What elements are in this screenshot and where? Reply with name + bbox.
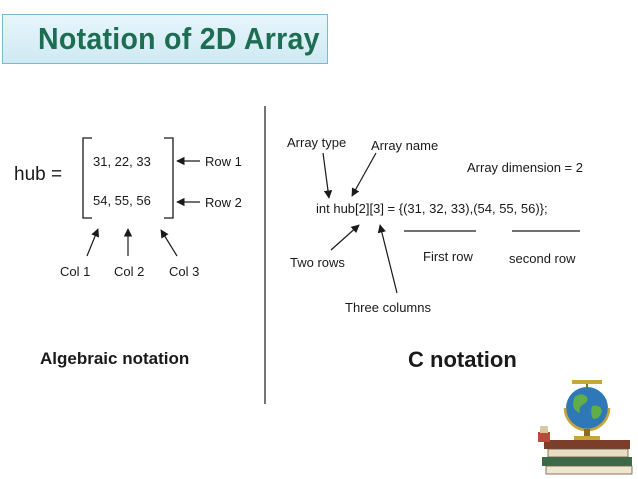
col-3-label: Col 3 — [169, 264, 200, 279]
col-1-label: Col 1 — [60, 264, 91, 279]
array-type-label: Array type — [287, 135, 347, 150]
globe-and-books-icon — [538, 380, 633, 475]
matrix-row-1-values: 31, 22, 33 — [93, 154, 151, 169]
array-name-arrow — [351, 152, 377, 197]
right-bracket — [164, 137, 174, 219]
three-columns-arrow — [377, 224, 398, 294]
three-columns-label: Three columns — [345, 300, 431, 315]
row-1-label: Row 1 — [205, 154, 242, 169]
c-declaration: int hub[2][3] = {(31, 32, 33),(54, 55, 5… — [316, 201, 548, 216]
algebraic-notation-caption: Algebraic notation — [40, 349, 190, 368]
c-notation-caption: C notation — [408, 347, 517, 372]
col-3-arrow — [160, 229, 178, 257]
col-1-arrow — [86, 228, 100, 257]
col-2-label: Col 2 — [114, 264, 145, 279]
row-2-label: Row 2 — [205, 195, 242, 210]
left-bracket — [82, 137, 92, 219]
matrix-row-2-values: 54, 55, 56 — [93, 193, 151, 208]
first-row-label: First row — [423, 249, 473, 264]
matrix-variable: hub = — [14, 164, 63, 185]
two-rows-label: Two rows — [290, 255, 345, 270]
array-name-label: Array name — [371, 138, 439, 153]
page-title: Notation of 2D Array — [38, 21, 320, 56]
array-dimension-label: Array dimension = 2 — [467, 160, 583, 175]
title-banner — [2, 14, 328, 64]
array-type-arrow — [322, 152, 333, 199]
two-rows-arrow — [330, 224, 360, 251]
second-row-label: second row — [509, 251, 576, 266]
